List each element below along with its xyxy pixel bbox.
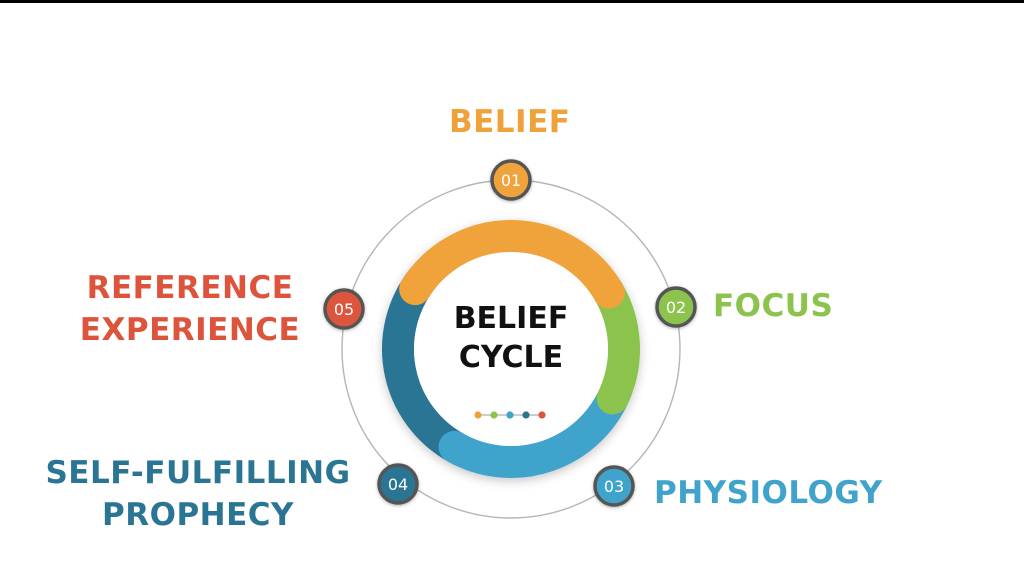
- stage-label-belief: BELIEF: [449, 102, 570, 142]
- badge-02: 02: [655, 286, 697, 328]
- badge-01: 01: [490, 159, 532, 201]
- stage-label-reference-line-2: EXPERIENCE: [79, 312, 301, 348]
- center-disc: [414, 252, 608, 446]
- stage-label-self-fulfilling-line-2: PROPHECY: [102, 497, 294, 533]
- color-dot-2: [490, 411, 498, 419]
- badge-05-number: 05: [334, 300, 354, 319]
- stage-label-self-fulfilling-line-1: SELF-FULFILLING: [45, 455, 351, 491]
- color-dot-5: [538, 411, 546, 419]
- center-title-line-2: CYCLE: [459, 340, 563, 375]
- badge-03-circle: [593, 465, 635, 507]
- color-dot-1: [474, 411, 482, 419]
- stage-label-physiology-line-1: PHYSIOLOGY: [654, 475, 883, 511]
- badge-04-number: 04: [388, 475, 408, 494]
- stage-label-physiology: PHYSIOLOGY: [654, 473, 883, 513]
- stage-label-belief-line-1: BELIEF: [449, 104, 571, 140]
- center-title-line-1: BELIEF: [454, 301, 569, 336]
- badge-04: 04: [377, 463, 419, 505]
- stage-label-reference-line-1: REFERENCE: [86, 270, 294, 306]
- badge-02-number: 02: [666, 298, 686, 317]
- badge-05: 05: [323, 288, 365, 330]
- top-border-line: [0, 0, 1024, 3]
- badge-03-number: 03: [604, 477, 624, 496]
- color-dot-4: [522, 411, 530, 419]
- stage-label-reference-experience: REFERENCE EXPERIENCE: [72, 267, 308, 351]
- cycle-ring: [382, 220, 640, 478]
- badge-02-circle: [655, 286, 697, 328]
- badge-03: 03: [593, 465, 635, 507]
- stage-label-focus-line-1: FOCUS: [713, 288, 834, 324]
- stage-label-self-fulfilling-prophecy: SELF-FULFILLING PROPHECY: [38, 452, 358, 536]
- ring-segment-03: [438, 375, 632, 478]
- badge-01-circle: [490, 159, 532, 201]
- ring-segment-01: [399, 220, 625, 309]
- badge-04-circle: [377, 463, 419, 505]
- badge-01-number: 01: [501, 171, 521, 190]
- color-dot-3: [506, 411, 514, 419]
- stage-label-focus: FOCUS: [713, 286, 833, 326]
- badge-05-circle: [323, 288, 365, 330]
- color-dots-line: [474, 411, 546, 419]
